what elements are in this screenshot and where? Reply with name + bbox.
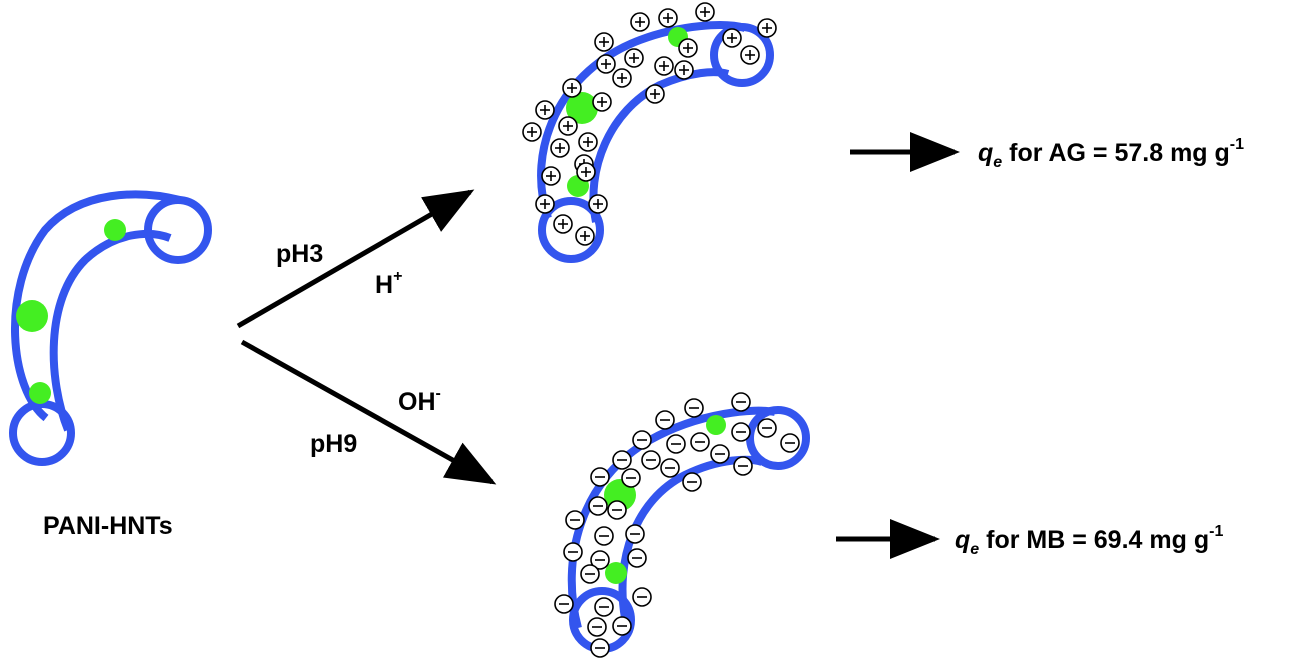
tube-original — [9, 190, 212, 466]
acid-ion-label: H+ — [375, 268, 402, 299]
tube-name-label: PANI-HNTs — [43, 512, 173, 540]
tube-end-opening — [710, 23, 774, 87]
negative-charge-icon — [627, 548, 647, 568]
positive-charge-group — [522, 2, 777, 246]
positive-charge-icon — [757, 18, 777, 38]
positive-charge-icon — [562, 78, 582, 98]
tube-outer-wall — [537, 21, 747, 220]
positive-charge-icon — [630, 12, 650, 32]
negative-charge-icon — [621, 468, 641, 488]
base-ion-label: OH- — [398, 385, 441, 416]
tube-deprotonated — [554, 392, 810, 658]
particle — [706, 415, 726, 435]
tube-end-opening — [9, 400, 75, 466]
positive-charge-icon — [592, 92, 612, 112]
arrow-to-acid — [236, 189, 475, 329]
negative-charge-icon — [641, 450, 661, 470]
positive-charge-icon — [594, 32, 614, 52]
positive-charge-icon — [624, 48, 644, 68]
tube-inner-wall — [589, 68, 730, 223]
negative-charge-icon — [733, 456, 753, 476]
acid-ph-label: pH3 — [276, 240, 323, 268]
tube-outer-wall — [10, 190, 181, 422]
negative-charge-icon — [632, 430, 652, 450]
positive-charge-icon — [535, 194, 555, 214]
particle — [16, 300, 48, 332]
negative-charge-icon — [690, 432, 710, 452]
negative-charge-icon — [684, 398, 704, 418]
tube-end-opening — [538, 197, 604, 263]
positive-charge-icon — [740, 45, 760, 65]
negative-charge-icon — [731, 392, 751, 412]
positive-charge-icon — [553, 214, 573, 234]
positive-charge-icon — [522, 122, 542, 142]
negative-charge-icon — [757, 418, 777, 438]
negative-charge-icon — [554, 594, 574, 614]
positive-charge-icon — [578, 132, 598, 152]
positive-charge-icon — [535, 100, 555, 120]
negative-charge-icon — [682, 472, 702, 492]
positive-charge-icon — [722, 28, 742, 48]
negative-charge-icon — [590, 550, 610, 570]
positive-charge-icon — [612, 68, 632, 88]
tube-end-opening — [144, 196, 212, 264]
particle — [29, 382, 51, 404]
positive-charge-icon — [541, 166, 561, 186]
positive-charge-icon — [596, 54, 616, 74]
negative-charge-icon — [607, 500, 627, 520]
negative-charge-icon — [594, 526, 614, 546]
positive-charge-icon — [674, 60, 694, 80]
negative-charge-icon — [580, 564, 600, 584]
negative-charge-icon — [590, 638, 610, 658]
particle — [104, 219, 126, 241]
negative-charge-icon — [625, 524, 645, 544]
positive-charge-icon — [550, 138, 570, 158]
positive-charge-icon — [575, 226, 595, 246]
positive-charge-icon — [654, 56, 674, 76]
negative-charge-icon — [710, 444, 730, 464]
positive-charge-icon — [588, 194, 608, 214]
tube-protonated — [522, 2, 777, 263]
negative-charge-icon — [590, 467, 610, 487]
positive-charge-icon — [695, 2, 715, 22]
negative-charge-icon — [588, 496, 608, 516]
positive-charge-icon — [558, 116, 578, 136]
result-mb: qe for MB = 69.4 mg g-1 — [955, 523, 1223, 558]
negative-charge-icon — [731, 422, 751, 442]
negative-charge-icon — [563, 542, 583, 562]
base-ph-label: pH9 — [310, 430, 357, 458]
negative-charge-icon — [666, 434, 686, 454]
negative-charge-icon — [660, 458, 680, 478]
negative-charge-icon — [612, 616, 632, 636]
negative-charge-icon — [594, 597, 614, 617]
tube-inner-wall — [49, 229, 172, 432]
negative-charge-group — [554, 392, 800, 658]
positive-charge-icon — [645, 84, 665, 104]
result-ag: qe for AG = 57.8 mg g-1 — [978, 136, 1244, 171]
negative-charge-icon — [655, 410, 675, 430]
negative-charge-icon — [587, 617, 607, 637]
particle — [566, 92, 598, 124]
negative-charge-icon — [565, 510, 585, 530]
negative-charge-icon — [632, 587, 652, 607]
negative-charge-icon — [612, 450, 632, 470]
particle — [605, 562, 627, 584]
tube-end-opening — [746, 406, 810, 470]
positive-charge-icon — [678, 38, 698, 58]
positive-charge-icon — [658, 8, 678, 28]
arrow-to-base — [240, 339, 497, 485]
negative-charge-icon — [780, 433, 800, 453]
positive-charge-icon — [576, 162, 596, 182]
